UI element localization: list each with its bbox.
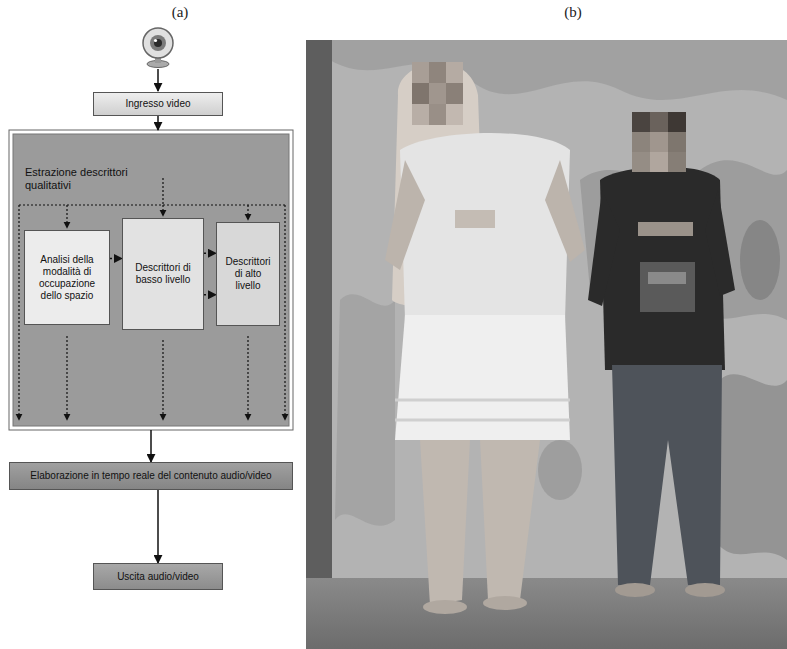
flow-arrow <box>204 252 216 254</box>
flow-arrow <box>157 490 159 563</box>
output-box: Uscita audio/video <box>93 563 223 590</box>
dotted-flow <box>19 178 285 420</box>
face-pixel <box>446 104 463 125</box>
box-text: Uscita audio/video <box>98 571 218 583</box>
dotted-arrow <box>66 205 67 228</box>
girl-arm <box>545 160 585 262</box>
photo <box>306 40 787 649</box>
dotted-line <box>19 204 285 205</box>
pixelated-face <box>632 112 686 172</box>
face-pixel <box>668 152 686 172</box>
face-pixel <box>429 104 446 125</box>
girl-skirt <box>395 315 570 440</box>
face-pixel <box>412 104 429 125</box>
pixelated-face <box>412 62 463 125</box>
dotted-arrow <box>284 205 285 420</box>
dotted-arrow <box>247 205 248 220</box>
boy-sweater <box>600 167 725 370</box>
input-box: Ingresso video <box>93 92 223 116</box>
boy-jeans <box>612 365 722 585</box>
boy-arm <box>588 190 620 306</box>
girl-shirt <box>400 133 570 320</box>
dotted-arrow <box>162 205 163 216</box>
girl-arm <box>385 160 425 270</box>
extraction-block: Estrazione descrittori qualitativiAnalis… <box>9 130 293 430</box>
girl-hands <box>455 210 495 228</box>
webcam-pupil <box>154 39 162 47</box>
process-box: Descrittori di basso livello <box>122 218 204 330</box>
shirt-print <box>648 272 686 284</box>
face-pixel <box>632 152 650 172</box>
process-box: Descrittori di alto livello <box>216 222 280 326</box>
shirt-print <box>640 262 695 312</box>
face-pixel <box>429 62 446 83</box>
face-pixel <box>668 132 686 152</box>
dotted-arrow <box>247 336 248 420</box>
panel-label: (a) <box>172 4 189 21</box>
process-box: Analisi della modalità di occupazione de… <box>24 230 110 325</box>
face-pixel <box>429 83 446 104</box>
face-pixel <box>668 112 686 132</box>
webcam-lens <box>150 35 166 51</box>
girl-foot <box>483 596 527 610</box>
floor <box>306 578 787 649</box>
boy-figure <box>588 112 735 597</box>
dotted-line <box>162 178 163 205</box>
dotted-arrow <box>162 340 163 420</box>
skirt-ruffle <box>395 400 570 420</box>
boy-foot <box>685 583 725 597</box>
mural-patch <box>740 220 780 300</box>
girl-leg <box>420 440 470 605</box>
box-text: Elaborazione in tempo reale del contenut… <box>14 470 288 482</box>
photo-ground <box>306 40 787 649</box>
face-pixel <box>650 152 668 172</box>
arrow-line <box>157 69 159 91</box>
girl-leg <box>480 440 540 600</box>
face-pixel <box>446 62 463 83</box>
face-pixel <box>632 112 650 132</box>
box-text: Descrittori di basso livello <box>127 262 199 286</box>
boy-foot <box>615 583 655 597</box>
block-fill <box>13 134 289 426</box>
mural-patch <box>715 374 787 560</box>
block-frame <box>9 130 293 430</box>
flow-arrow <box>150 430 152 462</box>
webcam-glint <box>154 39 157 42</box>
face-pixel <box>650 112 668 132</box>
panel-label: (b) <box>564 4 582 21</box>
face-pixel <box>412 83 429 104</box>
face-pixel <box>412 62 429 83</box>
box-text: Descrittori di alto livello <box>221 256 275 292</box>
boy-hands <box>638 222 693 236</box>
box-text: Analisi della modalità di occupazione de… <box>29 254 105 302</box>
face-pixel <box>650 132 668 152</box>
webcam-body <box>143 28 173 58</box>
face-pixel <box>632 132 650 152</box>
flow-arrow <box>110 258 122 260</box>
boy-arm <box>705 190 735 296</box>
mural-patch <box>538 440 582 500</box>
curtain <box>306 40 332 600</box>
flow-arrow <box>157 116 159 130</box>
block-heading: Estrazione descrittori qualitativi <box>25 166 147 192</box>
girl-foot <box>423 600 467 614</box>
dotted-arrow <box>18 205 19 420</box>
face-pixel <box>446 83 463 104</box>
box-text: Ingresso video <box>98 98 218 110</box>
flow-arrow <box>204 294 216 296</box>
processing-box: Elaborazione in tempo reale del contenut… <box>9 462 293 490</box>
mural-patch <box>335 294 395 526</box>
dotted-arrow <box>66 336 67 420</box>
girl-figure <box>385 62 585 614</box>
webcam-icon <box>143 28 173 68</box>
